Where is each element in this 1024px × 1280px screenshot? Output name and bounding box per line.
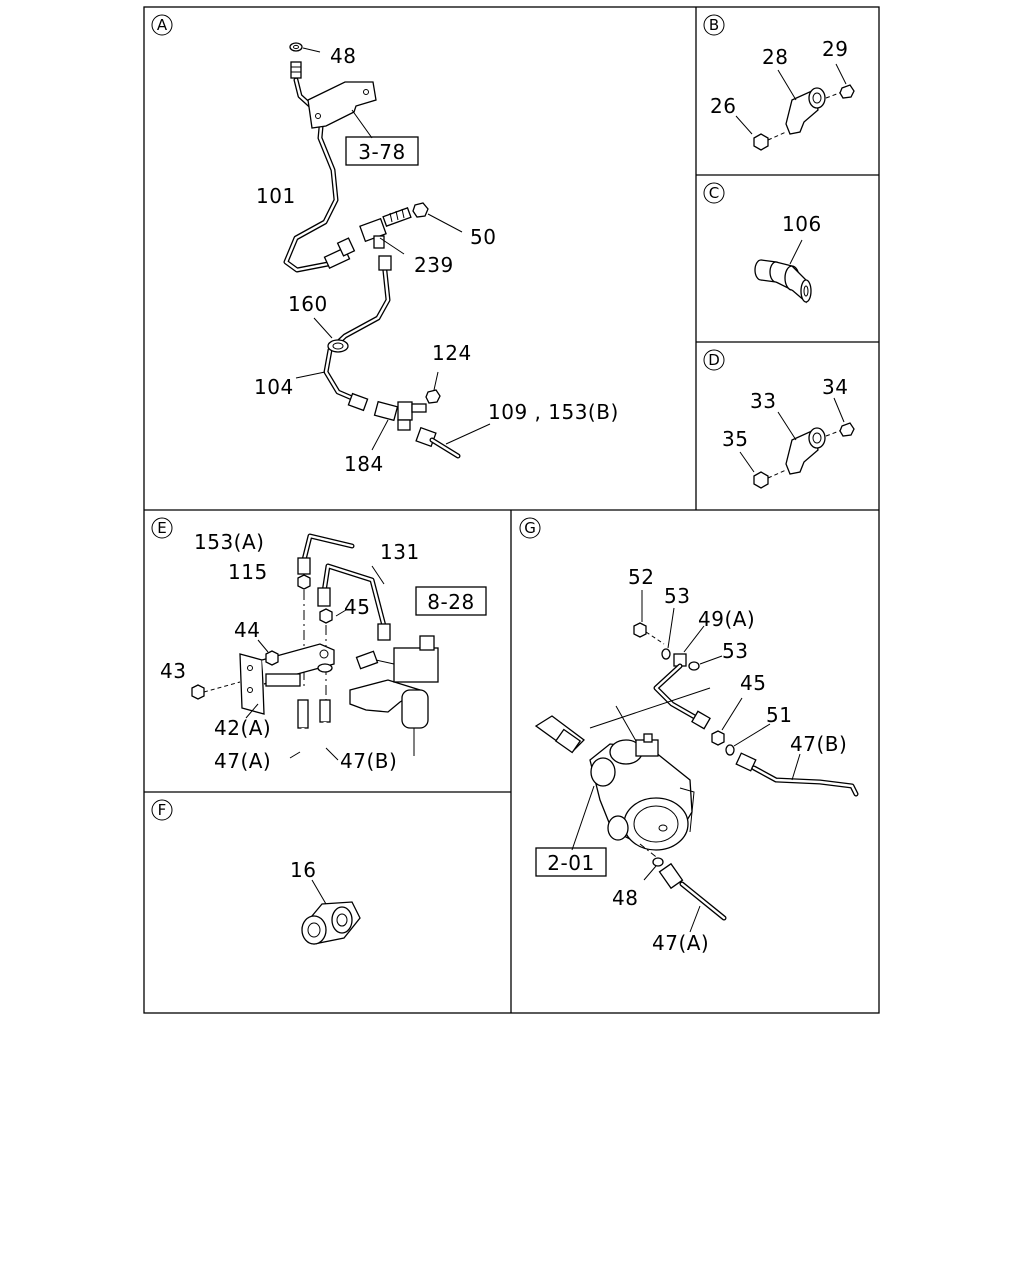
section-e-labels: 153(A) 131 115 45 44 43 42(A) 47(A) 47(B… (160, 530, 487, 773)
callout-16: 16 (290, 858, 316, 882)
section-badge-f: F (151, 799, 173, 821)
section-f-drawing (301, 879, 361, 945)
section-g-labels: 52 53 49(A) 53 45 51 47(B) 48 47(A) 2-01 (535, 565, 847, 955)
callout-50: 50 (470, 225, 496, 249)
callout-48: 48 (330, 44, 356, 68)
callout-47b: 47(B) (340, 749, 397, 773)
section-d-drawing (739, 397, 855, 489)
callout-160: 160 (288, 292, 328, 316)
callout-104: 104 (254, 375, 294, 399)
section-a-labels: 48 101 50 239 160 124 104 109 , 153(B) 1… (254, 44, 619, 476)
callout-184: 184 (344, 452, 384, 476)
section-badge-a: A (151, 14, 173, 36)
callout-26: 26 (710, 94, 736, 118)
svg-text:G: G (524, 519, 536, 537)
callout-131: 131 (380, 540, 420, 564)
callout-29: 29 (822, 37, 848, 61)
reference-box-8-28: 8-28 (415, 586, 487, 616)
section-b-drawing (735, 63, 855, 151)
section-badge-e: E (151, 517, 173, 539)
callout-115: 115 (228, 560, 268, 584)
callout-52: 52 (628, 565, 654, 589)
svg-text:D: D (708, 351, 720, 369)
callout-124: 124 (432, 341, 472, 365)
callout-48: 48 (612, 886, 638, 910)
reference-box-2-01: 2-01 (535, 847, 607, 877)
svg-text:F: F (158, 801, 167, 819)
section-badge-b: B (703, 14, 725, 36)
callout-47a: 47(A) (652, 931, 709, 955)
callout-53-lower: 53 (722, 639, 748, 663)
callout-42a: 42(A) (214, 716, 271, 740)
section-badge-d: D (703, 349, 725, 371)
callout-45: 45 (344, 595, 370, 619)
svg-text:3-78: 3-78 (358, 140, 405, 164)
callout-109-153b: 109 , 153(B) (488, 400, 619, 424)
callout-153a: 153(A) (194, 530, 264, 554)
section-d-labels: 34 33 35 (722, 375, 848, 451)
callout-51: 51 (766, 703, 792, 727)
diagram-frame (143, 6, 880, 1014)
callout-101: 101 (256, 184, 296, 208)
svg-text:E: E (157, 519, 166, 537)
svg-text:C: C (709, 184, 719, 202)
svg-text:2-01: 2-01 (547, 851, 594, 875)
section-b-labels: 28 29 26 (710, 37, 848, 118)
callout-28: 28 (762, 45, 788, 69)
callout-47a: 47(A) (214, 749, 271, 773)
svg-text:A: A (157, 16, 168, 34)
callout-34: 34 (822, 375, 848, 399)
section-badge-g: G (519, 517, 541, 539)
callout-239: 239 (414, 253, 454, 277)
callout-49a: 49(A) (698, 607, 755, 631)
svg-text:8-28: 8-28 (427, 590, 474, 614)
callout-45: 45 (740, 671, 766, 695)
callout-33: 33 (750, 389, 776, 413)
section-g-drawing (534, 590, 859, 933)
callout-47b: 47(B) (790, 732, 847, 756)
callout-53-upper: 53 (664, 584, 690, 608)
section-badge-c: C (703, 182, 725, 204)
section-f-labels: 16 (290, 858, 316, 882)
callout-43: 43 (160, 659, 186, 683)
callout-35: 35 (722, 427, 748, 451)
section-c-drawing (754, 239, 812, 304)
svg-text:B: B (709, 16, 719, 34)
section-c-labels: 106 (782, 212, 822, 236)
callout-44: 44 (234, 618, 260, 642)
callout-106: 106 (782, 212, 822, 236)
section-e-drawing (191, 533, 439, 770)
reference-box-3-78: 3-78 (345, 136, 419, 166)
section-a-drawing (283, 42, 491, 459)
